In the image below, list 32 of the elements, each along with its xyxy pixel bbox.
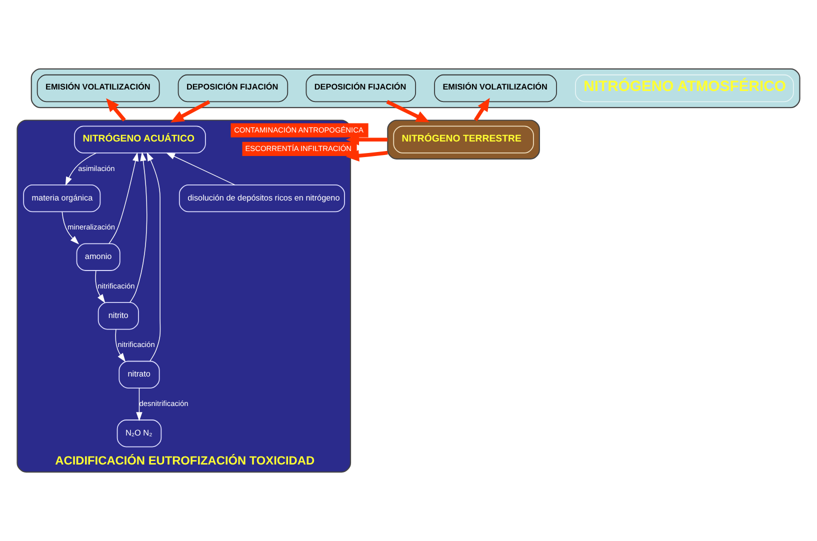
arrow <box>106 98 126 122</box>
edge-label: ESCORRENTÍA INFILTRACIÓN <box>245 144 352 154</box>
arrow <box>129 152 148 303</box>
node-box: NITRÓGENO ATMOSFÉRICO <box>575 74 794 102</box>
arrow <box>115 329 126 362</box>
node-box: EMISIÓN VOLATILIZACIÓN <box>36 74 160 102</box>
node-box: DEPOSICIÓN FIJACIÓN <box>306 74 416 102</box>
edge-label: asimilación <box>78 164 115 173</box>
node-box: N₂O N₂ <box>116 420 162 448</box>
edge-label: nitrificación <box>98 281 135 290</box>
arrow <box>62 212 80 244</box>
edge-label: nitrificación <box>118 340 155 350</box>
node-box: NITRÓGENO ACUÁTICO <box>74 126 206 154</box>
node-box: DEPOSICIÓN FIJACIÓN <box>178 74 288 102</box>
arrow <box>65 152 96 186</box>
arrow <box>95 270 106 304</box>
node-box: nitrato <box>118 360 160 388</box>
node-box: disolución de depósitos ricos en nitrógeno <box>178 184 345 212</box>
cluster <box>387 120 540 160</box>
node-box: nitrito <box>98 302 139 330</box>
edge-label: mineralización <box>68 222 115 232</box>
node-box: NITRÓGENO TERRESTRE <box>393 126 534 154</box>
arrow <box>136 388 142 422</box>
edge-label: desnitrificación <box>139 398 188 408</box>
arrow <box>166 152 236 186</box>
node-box: EMISIÓN VOLATILIZACIÓN <box>434 74 557 102</box>
node-box: materia orgánica <box>23 184 101 212</box>
node-box: amonio <box>76 243 120 271</box>
arrow <box>474 98 490 122</box>
arrow <box>146 152 161 362</box>
cluster <box>30 68 800 108</box>
arrow <box>108 152 139 244</box>
